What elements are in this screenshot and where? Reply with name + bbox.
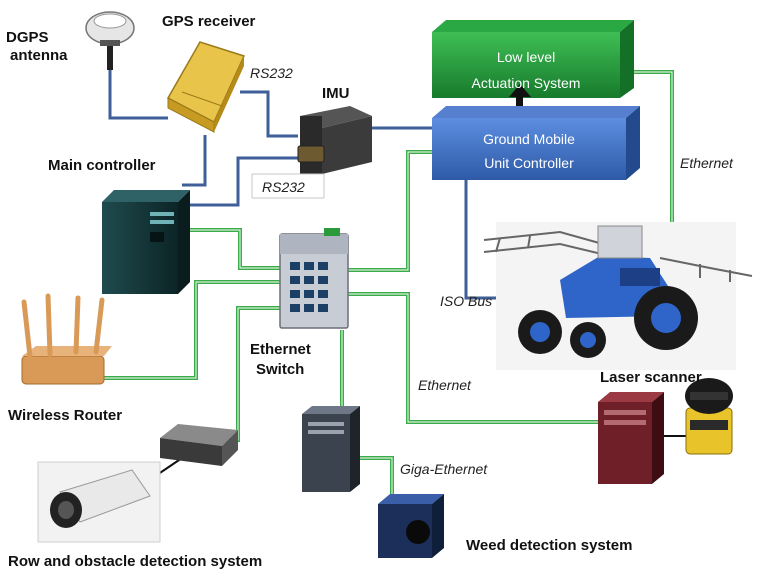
label-gmu-2: Unit Controller bbox=[484, 155, 574, 171]
tractor bbox=[483, 222, 753, 370]
row-detection-pc bbox=[160, 424, 238, 466]
label-weed-detection: Weed detection system bbox=[466, 537, 632, 554]
text-labels: DGPS antenna GPS receiver RS232 IMU Main… bbox=[6, 13, 734, 570]
label-antenna: antenna bbox=[10, 47, 68, 64]
label-rs232-bottom: RS232 bbox=[262, 179, 305, 195]
label-low-level-2: Actuation System bbox=[472, 75, 581, 91]
link-antenna-gps bbox=[108, 60, 168, 120]
label-wireless-router: Wireless Router bbox=[8, 407, 122, 424]
label-iso-bus: ISO Bus bbox=[440, 293, 492, 309]
label-laser-scanner: Laser scanner bbox=[600, 369, 702, 386]
label-ethernet-right: Ethernet bbox=[680, 155, 734, 171]
ground-mobile-unit-box bbox=[432, 106, 640, 180]
label-ethernet-switch-1: Ethernet bbox=[250, 341, 311, 358]
link-gps-controller bbox=[182, 135, 207, 187]
main-controller-tower bbox=[102, 190, 190, 294]
wireless-router bbox=[21, 293, 112, 385]
label-rs232-top: RS232 bbox=[250, 65, 293, 81]
label-low-level-1: Low level bbox=[497, 49, 555, 65]
weed-camera bbox=[378, 494, 444, 558]
link-controller-switch bbox=[182, 228, 280, 270]
link-gps-imu bbox=[240, 90, 298, 138]
label-dgps: DGPS bbox=[6, 29, 49, 46]
bullet-camera bbox=[37, 461, 161, 543]
low-level-actuation-box bbox=[432, 20, 634, 98]
gmu-to-actuation-arrow bbox=[509, 84, 531, 109]
link-switch-gmu bbox=[348, 150, 432, 272]
green-links-inner bbox=[102, 71, 673, 502]
gps-receiver bbox=[166, 41, 246, 133]
label-gmu-1: Ground Mobile bbox=[483, 131, 575, 147]
label-imu: IMU bbox=[322, 85, 350, 102]
link-weedpc-camera bbox=[356, 456, 394, 502]
rs232-bottom-box bbox=[251, 173, 325, 199]
label-giga-ethernet: Giga-Ethernet bbox=[400, 461, 488, 477]
laser-pc bbox=[598, 392, 664, 484]
link-switch-router bbox=[102, 280, 280, 380]
imu bbox=[297, 106, 372, 174]
label-ethernet-mid: Ethernet bbox=[418, 377, 472, 393]
label-row-obstacle: Row and obstacle detection system bbox=[8, 553, 262, 570]
ethernet-switch bbox=[279, 228, 349, 329]
label-gps-receiver: GPS receiver bbox=[162, 13, 256, 30]
weed-detection-pc bbox=[302, 406, 360, 492]
label-main-controller: Main controller bbox=[48, 157, 156, 174]
link-imu-controller bbox=[182, 156, 300, 207]
dgps-antenna bbox=[85, 11, 135, 70]
laser-scanner-device bbox=[685, 378, 733, 455]
label-ethernet-switch-2: Switch bbox=[256, 361, 304, 378]
